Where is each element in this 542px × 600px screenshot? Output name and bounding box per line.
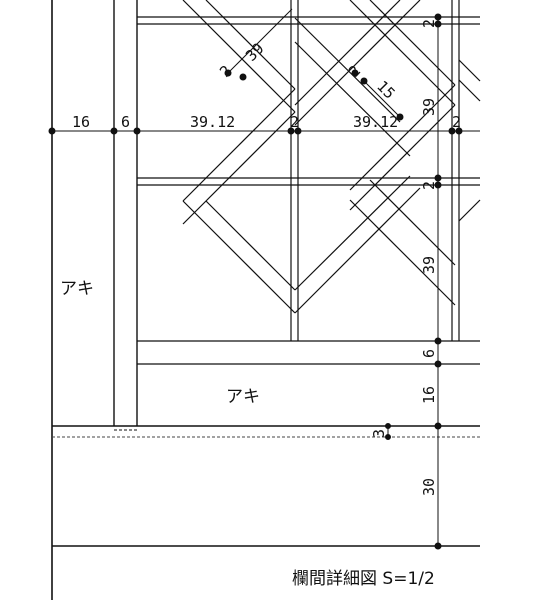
diagonal-bars [182, 0, 481, 314]
vertical-bars [290, 0, 460, 341]
dim-39-12-right: 39.12 [353, 113, 398, 131]
vertical-dimension-texts: 2 39 2 39 6 16 3 30 [370, 19, 438, 496]
vdim-16: 16 [420, 386, 438, 404]
vdim-6: 6 [420, 349, 438, 358]
vdim-39-lower: 39 [420, 256, 438, 274]
dim-39-diagonal: 39 [242, 39, 268, 65]
dim-2-left: 2 [290, 113, 299, 131]
gap-label-left: アキ [60, 279, 94, 299]
vertical-dimension-line [385, 13, 442, 550]
vdim-2-top: 2 [420, 19, 438, 28]
dim-6: 6 [121, 113, 130, 131]
bottom-rail [137, 340, 480, 365]
horizontal-dimension-texts: 16 6 39.12 2 39.12 2 [72, 113, 461, 131]
stile [113, 0, 138, 431]
horizontal-bars [137, 16, 480, 186]
horizontal-dimension-line [48, 127, 480, 135]
gap-label-bottom: アキ [226, 387, 260, 407]
vdim-30: 30 [420, 478, 438, 496]
dim-2-right: 2 [452, 113, 461, 131]
frame-lines [51, 0, 480, 600]
dim-16: 16 [72, 113, 90, 131]
diagonal-dimension-marks [224, 8, 404, 121]
vdim-39-upper: 39 [420, 98, 438, 116]
vdim-2-mid: 2 [420, 181, 438, 190]
drawing-title: 欄間詳細図 S=1/2 [292, 569, 435, 589]
dim-2-diagonal-left: 2 [216, 62, 235, 81]
dim-39-12-left: 39.12 [190, 113, 235, 131]
vdim-3: 3 [370, 429, 388, 438]
